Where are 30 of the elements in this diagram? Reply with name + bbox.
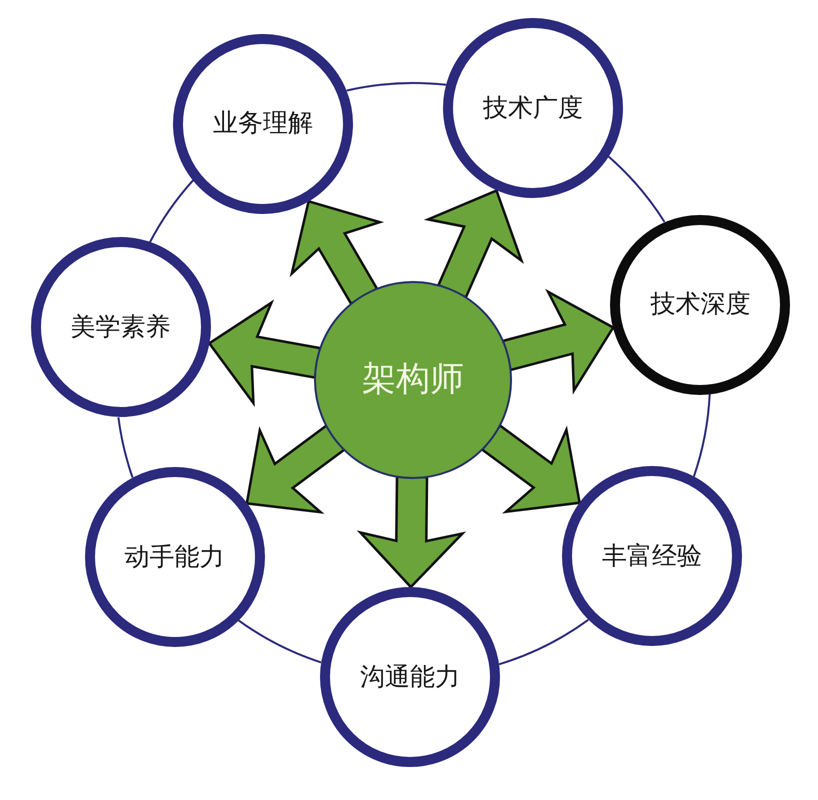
ability-circle <box>562 466 742 646</box>
circle-label: 丰富经验 <box>602 542 702 571</box>
ability-circle <box>442 18 623 198</box>
block-arrow <box>501 288 615 395</box>
circle-label: 沟通能力 <box>360 662 460 692</box>
ring-line <box>238 620 322 664</box>
ring-line <box>346 82 446 92</box>
circle-label: 业务理解 <box>213 109 314 138</box>
ring-line <box>149 180 194 243</box>
ring-line <box>608 156 666 223</box>
block-arrow <box>208 299 322 408</box>
ability-circle <box>30 237 211 418</box>
center-circle <box>314 281 512 479</box>
ring-line <box>498 618 589 666</box>
ability-circle <box>610 214 790 395</box>
block-arrow <box>290 200 384 306</box>
ability-circle <box>173 34 354 214</box>
ability-circle <box>320 586 500 767</box>
ring-line <box>692 394 711 477</box>
block-arrow <box>245 424 346 514</box>
ring-line <box>117 417 134 478</box>
circle-label: 美学素养 <box>70 313 171 342</box>
block-arrow <box>356 476 466 589</box>
circle-label: 技术广度 <box>482 94 583 123</box>
circle-label: 技术深度 <box>650 290 750 319</box>
block-arrow <box>424 188 524 299</box>
block-arrow <box>480 424 582 514</box>
circle-label: 架构师 <box>362 360 464 400</box>
circle-label: 动手能力 <box>124 542 225 572</box>
ability-circle <box>84 467 265 648</box>
